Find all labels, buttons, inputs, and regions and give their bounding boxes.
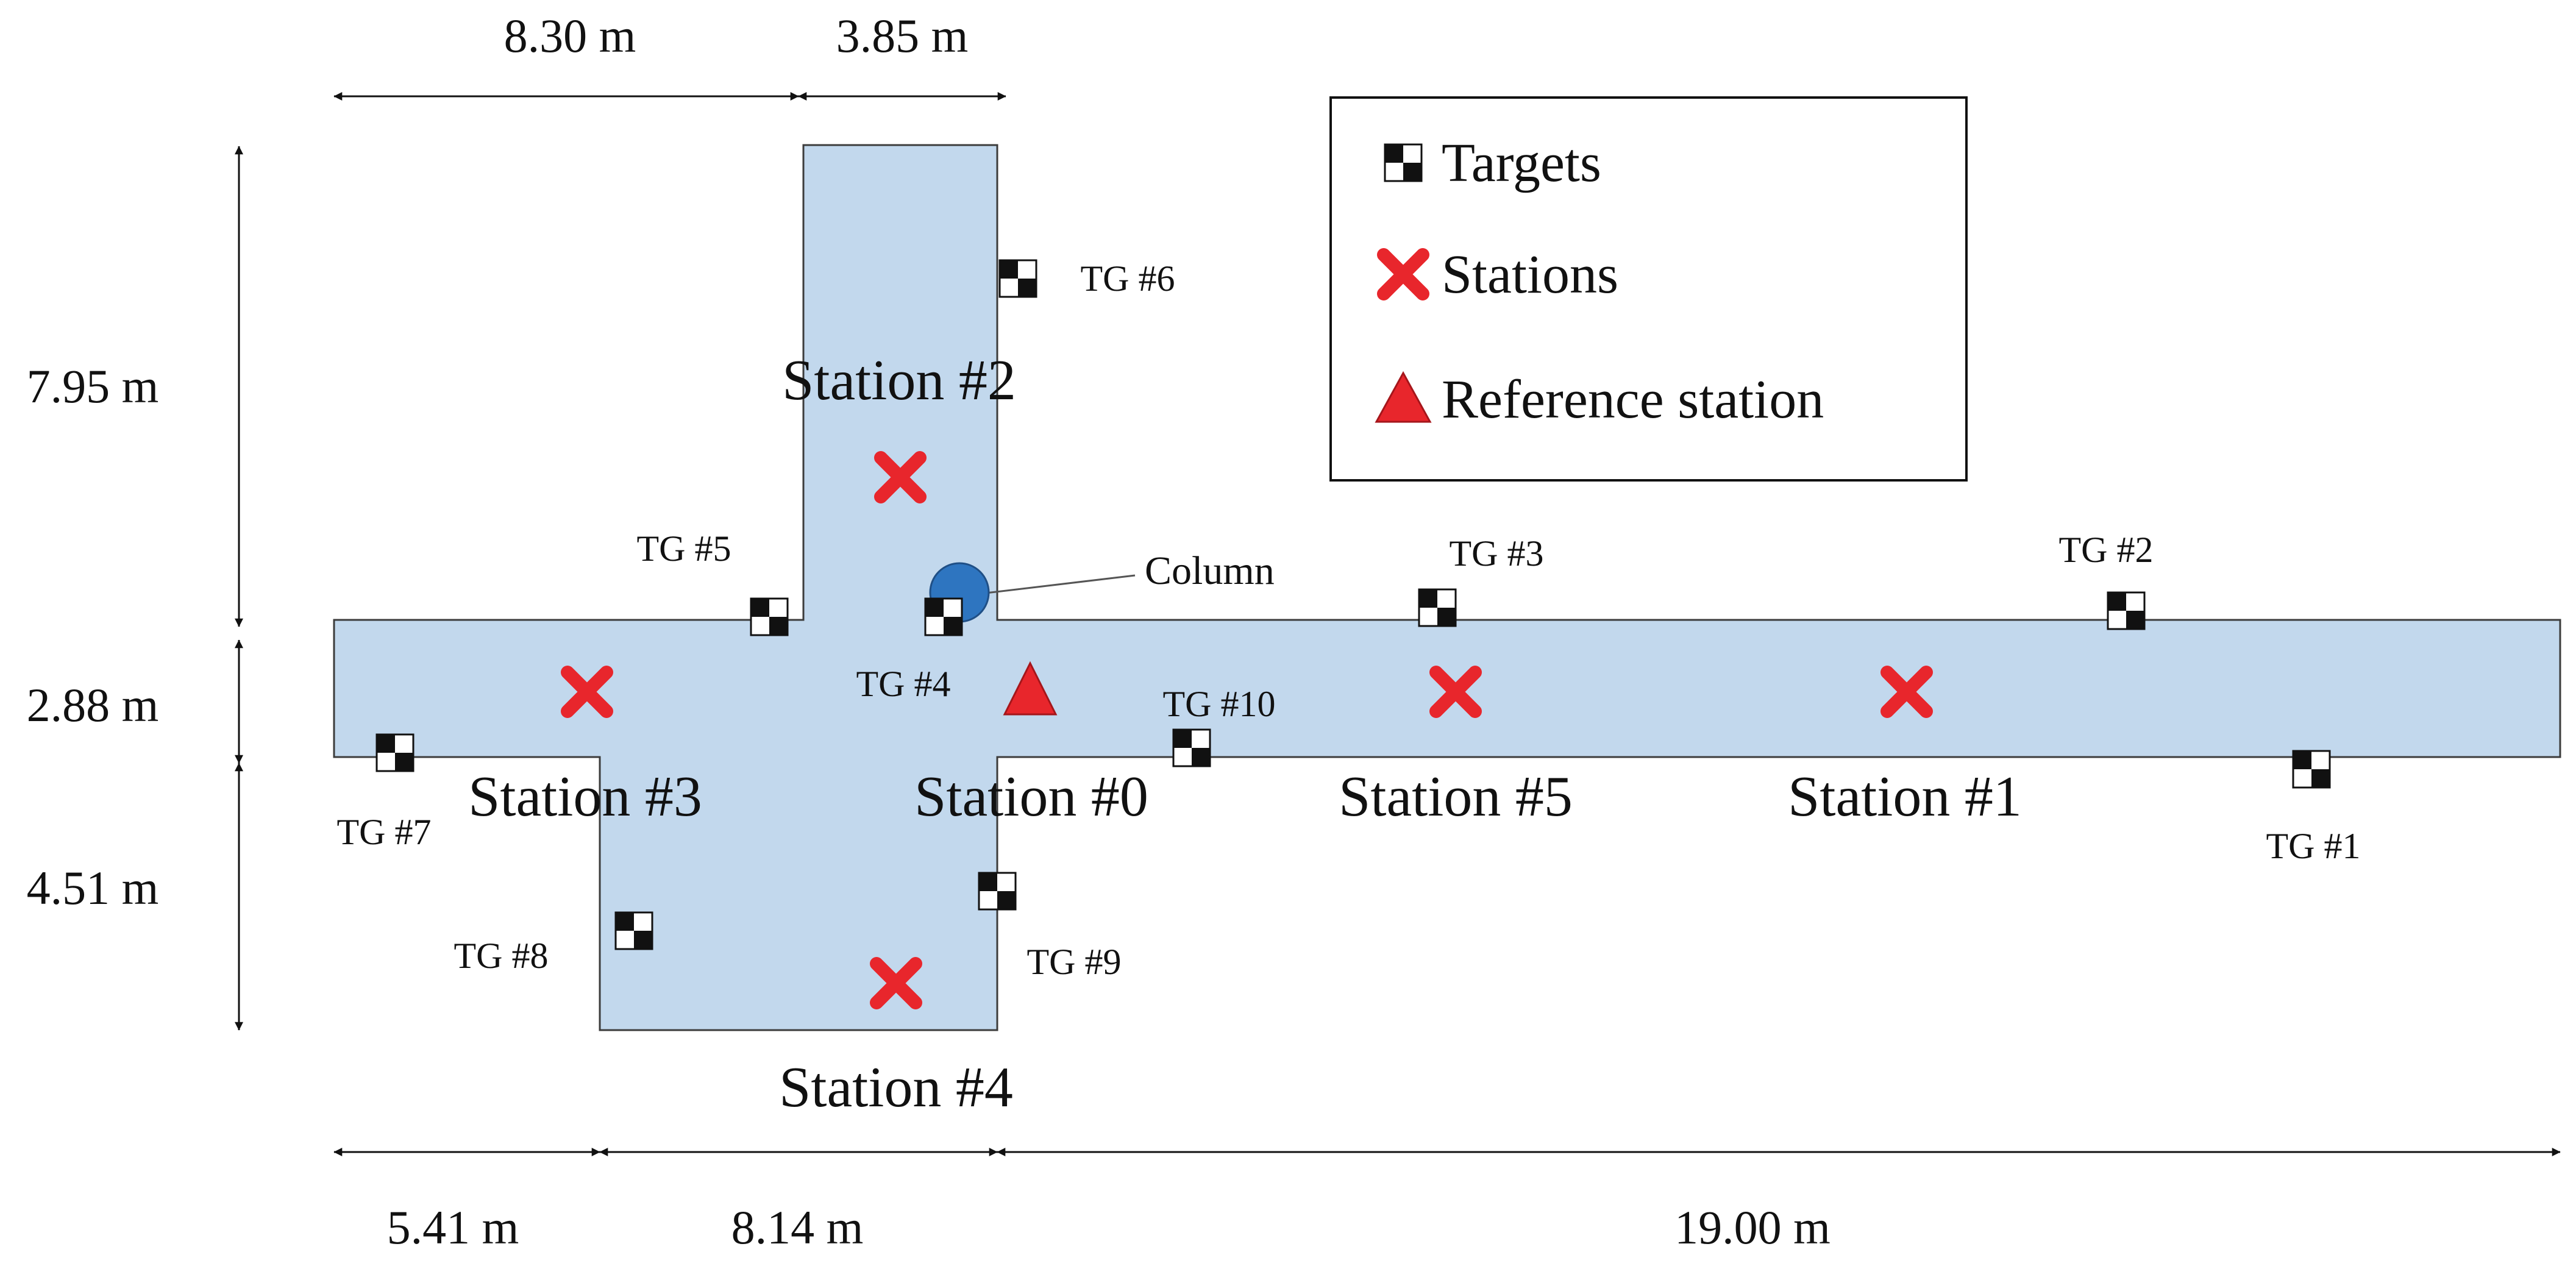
- target-label-tg8: TG #8: [454, 936, 549, 976]
- station-label-s5: Station #5: [1339, 765, 1573, 828]
- corridor-floor: [333, 144, 2561, 1031]
- target-label-tg6: TG #6: [1081, 258, 1175, 299]
- station-label-s3: Station #3: [468, 765, 702, 828]
- station-label-s4: Station #4: [779, 1056, 1013, 1119]
- legend: Targets Stations Reference station: [1329, 96, 1968, 482]
- station-label-s0: Station #0: [914, 765, 1148, 828]
- legend-targets-label: Targets: [1442, 133, 1601, 193]
- dimension-label-left-mid: 2.88 m: [27, 678, 159, 731]
- legend-box: [1329, 96, 1968, 482]
- column-leader-line: [975, 574, 1136, 596]
- dimension-label-bottom-right: 19.00 m: [1674, 1201, 1831, 1254]
- target-icon-tg2: [2107, 591, 2146, 630]
- station-label-s1: Station #1: [1788, 765, 2022, 828]
- target-label-tg5: TG #5: [637, 528, 731, 569]
- dimension-label-top-left: 8.30 m: [504, 9, 636, 62]
- target-icon-tg5: [750, 597, 789, 636]
- dimension-label-bottom-left: 5.41 m: [387, 1201, 519, 1254]
- column-label: Column: [1145, 549, 1275, 593]
- legend-stations-label: Stations: [1442, 244, 1618, 305]
- target-label-tg10: TG #10: [1163, 684, 1276, 724]
- target-icon-tg7: [375, 733, 415, 772]
- dimension-label-left-bottom: 4.51 m: [27, 861, 159, 914]
- target-label-tg4: TG #4: [856, 664, 951, 704]
- target-icon-tg9: [978, 872, 1017, 911]
- target-icon-tg1: [2292, 750, 2331, 789]
- target-label-tg1: TG #1: [2266, 826, 2361, 866]
- reference-station-marker: [1003, 661, 1058, 716]
- target-icon-tg8: [614, 911, 653, 950]
- target-icon-tg6: [998, 259, 1037, 298]
- station-label-s2: Station #2: [782, 349, 1016, 412]
- target-label-tg7: TG #7: [337, 812, 432, 852]
- target-label-tg9: TG #9: [1027, 942, 1122, 982]
- target-icon-tg10: [1172, 728, 1211, 767]
- legend-reference-label: Reference station: [1442, 369, 1824, 430]
- target-icon-tg3: [1418, 588, 1457, 627]
- dimension-label-top-mid: 3.85 m: [836, 9, 969, 62]
- legend-target-icon: [1384, 143, 1423, 182]
- dimension-label-left-top: 7.95 m: [27, 360, 159, 413]
- dimension-label-bottom-mid: 8.14 m: [731, 1201, 864, 1254]
- legend-reference-icon: [1375, 371, 1432, 423]
- target-label-tg2: TG #2: [2059, 530, 2154, 570]
- target-label-tg3: TG #3: [1450, 533, 1544, 574]
- target-icon-tg4: [924, 597, 963, 636]
